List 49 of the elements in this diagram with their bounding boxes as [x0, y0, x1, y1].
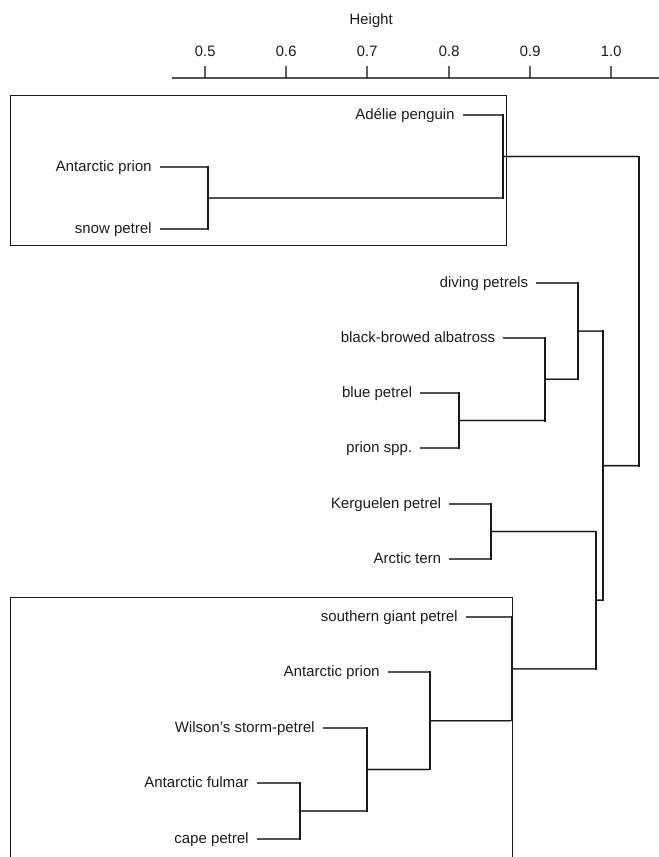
dendrogram-branch	[431, 720, 511, 722]
tick-label: 0.9	[520, 43, 540, 61]
dendrogram-branch	[536, 282, 577, 284]
dendrogram-branch	[301, 810, 366, 812]
species-label: diving petrels	[440, 274, 536, 292]
species-label: prion spp.	[346, 439, 420, 457]
dendrogram-branch	[388, 671, 429, 673]
species-label: Wilson’s storm-petrel	[174, 718, 322, 736]
dendrogram-branch	[160, 166, 207, 168]
species-label: Antarctic prion	[56, 158, 160, 176]
dendrogram-branch	[449, 558, 490, 560]
axis-title: Height	[349, 11, 393, 29]
dendrogram-branch	[209, 197, 502, 199]
species-label: Adélie penguin	[355, 106, 462, 124]
species-label: Kerguelen petrel	[330, 495, 449, 513]
dendrogram-branch	[492, 530, 595, 532]
dendrogram-branch	[420, 392, 458, 394]
species-label: Antarctic fulmar	[144, 774, 256, 792]
species-label: cape petrel	[174, 830, 256, 848]
dendrogram-branch	[160, 228, 207, 230]
tick-label: 0.8	[438, 43, 460, 61]
cluster-frame	[10, 95, 507, 246]
dendrogram-branch	[368, 768, 429, 770]
cluster-frame	[10, 597, 513, 857]
dendrogram-branch	[449, 503, 490, 505]
tick-label: 0.7	[356, 43, 378, 61]
species-label: southern giant petrel	[320, 608, 466, 626]
dendrogram-branch	[420, 447, 458, 449]
tick-label: 1.0	[600, 43, 622, 61]
tick-label: 0.6	[276, 43, 296, 61]
dendrogram-branch	[579, 330, 602, 332]
species-label: Arctic tern	[373, 550, 449, 568]
dendrogram-branch	[466, 616, 511, 618]
dendrogram-branch	[460, 420, 544, 422]
species-label: snow petrel	[74, 220, 160, 238]
dendrogram-branch	[604, 464, 638, 466]
tick-label: 0.5	[194, 43, 216, 61]
dendrogram-branch	[546, 378, 577, 380]
dendrogram-branch	[323, 727, 366, 729]
dendrogram-branch	[597, 599, 602, 601]
species-label: Antarctic prion	[284, 662, 388, 680]
dendrogram-branch	[463, 114, 502, 116]
dendrogram-branch	[257, 838, 299, 840]
dendrogram-branch	[503, 337, 544, 339]
species-label: black-browed albatross	[340, 329, 503, 347]
dendrogram-branch	[513, 668, 595, 670]
species-label: blue petrel	[342, 384, 420, 402]
dendrogram-branch	[504, 156, 638, 158]
dendrogram-branch	[257, 782, 299, 784]
